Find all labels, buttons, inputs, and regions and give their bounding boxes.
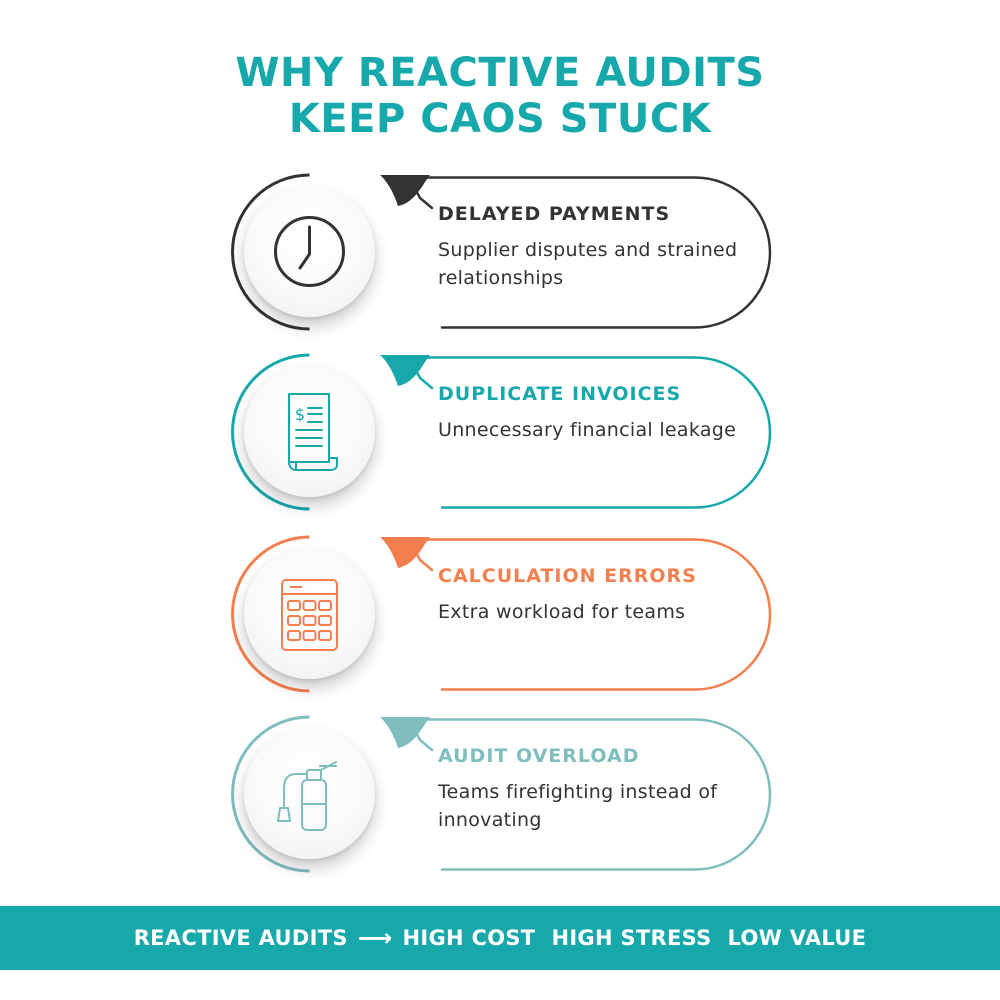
card-icon-circle xyxy=(244,728,375,859)
card-calculation-errors: CALCULATION ERRORS Extra workload for te… xyxy=(230,534,775,694)
summary-banner: REACTIVE AUDITS ⟶ HIGH COST HIGH STRESS … xyxy=(0,906,1000,970)
title-line-1: WHY REACTIVE AUDITS xyxy=(235,50,765,96)
card-heading: AUDIT OVERLOAD xyxy=(438,745,640,767)
card-icon-circle xyxy=(244,186,375,317)
svg-text:$: $ xyxy=(295,405,305,424)
card-description: Extra workload for teams xyxy=(438,601,686,623)
fire-extinguisher-icon xyxy=(277,761,337,831)
card-heading: CALCULATION ERRORS xyxy=(438,565,697,587)
card-icon-circle: $ xyxy=(244,366,375,497)
card-icon-circle xyxy=(244,548,375,679)
clock-icon xyxy=(274,216,345,287)
banner-text-high-stress: HIGH STRESS xyxy=(551,926,712,950)
banner-text-reactive-audits: REACTIVE AUDITS xyxy=(133,926,348,950)
banner-text-high-cost: HIGH COST xyxy=(402,926,536,950)
card-description: Supplier disputes and strained relations… xyxy=(438,239,738,289)
card-duplicate-invoices: $ DUPLICATE INVOICES Unnecessary financi… xyxy=(230,352,775,512)
calculator-icon xyxy=(281,579,338,651)
card-delayed-payments: DELAYED PAYMENTS Supplier disputes and s… xyxy=(230,172,775,332)
arrow-right-icon: ⟶ xyxy=(357,924,393,952)
card-description: Unnecessary financial leakage xyxy=(438,419,737,441)
banner-text-low-value: LOW VALUE xyxy=(727,926,867,950)
card-audit-overload: AUDIT OVERLOAD Teams firefighting instea… xyxy=(230,714,775,874)
invoice-icon: $ xyxy=(288,393,338,471)
card-description: Teams firefighting instead of innovating xyxy=(438,781,718,831)
card-frame xyxy=(231,173,772,331)
title-line-2: KEEP CAOS STUCK xyxy=(288,96,712,142)
page-title: WHY REACTIVE AUDITS KEEP CAOS STUCK xyxy=(0,50,1000,142)
card-heading: DELAYED PAYMENTS xyxy=(438,203,671,225)
card-frame xyxy=(231,715,772,873)
card-frame xyxy=(231,535,772,693)
card-heading: DUPLICATE INVOICES xyxy=(438,383,682,405)
card-frame xyxy=(231,353,772,511)
